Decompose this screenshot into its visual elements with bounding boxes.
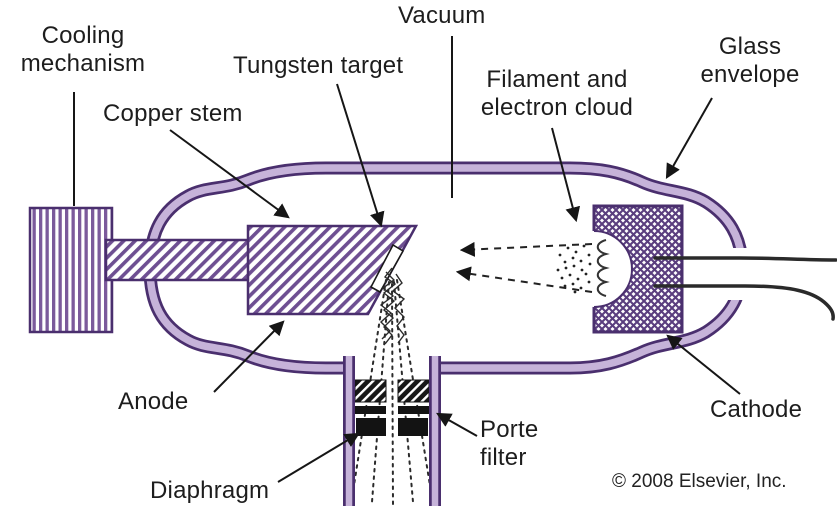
copper-stem <box>104 238 254 282</box>
vacuum-label: Vacuum <box>398 2 486 29</box>
label-pointers <box>73 36 741 483</box>
glass-envelope-label: Glass envelope <box>700 33 800 88</box>
tungsten-pointer <box>336 83 385 228</box>
glass-envelope-pointer <box>665 97 713 179</box>
filament-pointer <box>551 127 581 223</box>
porte-filter-pointer <box>436 412 478 437</box>
cathode-wires <box>653 256 837 321</box>
porte-filter <box>353 379 431 414</box>
anode-label: Anode <box>118 388 189 415</box>
electron-cloud <box>556 244 592 294</box>
copper-stem-label: Copper stem <box>103 100 243 127</box>
porte-filter-label: Porte filter <box>480 416 539 471</box>
cathode <box>556 204 684 334</box>
anode-pointer <box>213 320 285 393</box>
copper-stem-pointer <box>169 129 290 219</box>
diaphragm-label: Diaphragm <box>150 477 270 504</box>
diaphragm-pointer <box>277 432 360 483</box>
cathode-label: Cathode <box>710 396 803 423</box>
tube-neck <box>343 356 441 506</box>
filament-coil <box>596 239 610 297</box>
filament-label: Filament and electron cloud <box>480 66 634 121</box>
anode <box>246 224 419 316</box>
electron-beam-arrows <box>455 241 593 293</box>
cathode-pointer <box>666 334 741 395</box>
cooling-mechanism-label: Cooling mechanism <box>20 22 146 77</box>
cooling-mechanism <box>28 206 114 334</box>
copyright-notice: © 2008 Elsevier, Inc. <box>612 471 787 492</box>
focal-spot-scatter <box>379 267 406 345</box>
diaphragm <box>356 418 428 436</box>
tungsten-target-label: Tungsten target <box>233 52 404 79</box>
